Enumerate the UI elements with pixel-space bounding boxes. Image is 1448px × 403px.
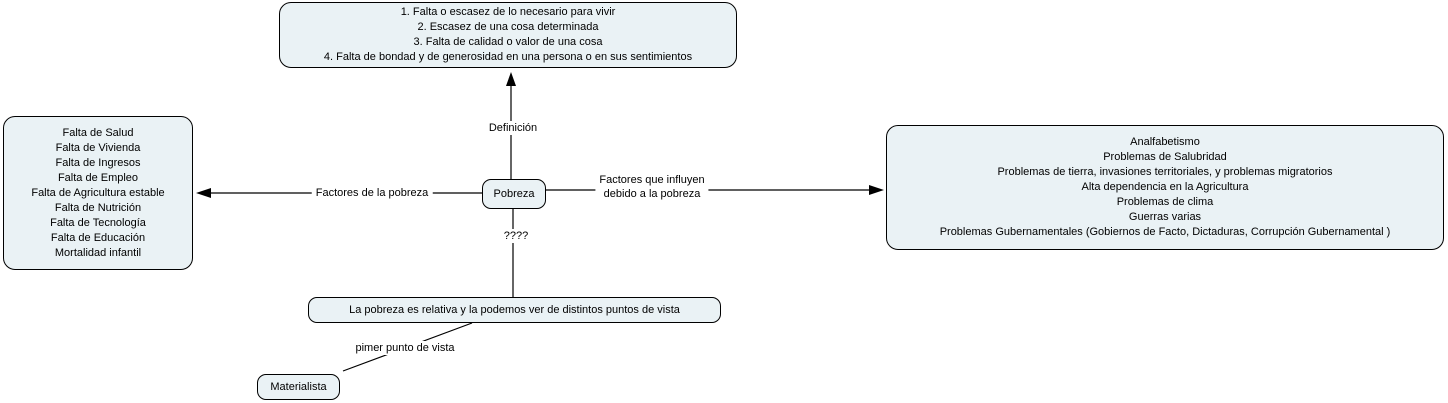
influenced-problems-text: Analfabetismo Problemas de Salubridad Pr… <box>939 136 1391 238</box>
edge-label-factores-que-influyen[interactable]: Factores que influyen debido a la pobrez… <box>595 173 709 201</box>
edge-label-question-marks[interactable]: ???? <box>499 229 533 243</box>
node-materialista[interactable]: Materialista <box>257 374 340 400</box>
poverty-factors-text: Falta de Salud Falta de Vivienda Falta d… <box>31 126 165 259</box>
arrowhead-up-icon <box>506 72 516 86</box>
node-poverty-factors-list[interactable]: Falta de Salud Falta de Vivienda Falta d… <box>3 116 193 270</box>
arrowhead-right-icon <box>869 185 884 195</box>
node-pobreza[interactable]: Pobreza <box>482 179 546 209</box>
node-pobreza-label: Pobreza <box>493 188 535 200</box>
edge-label-factores-de-la-pobreza[interactable]: Factores de la pobreza <box>311 186 433 200</box>
definition-list-text: 1. Falta o escasez de lo necesario para … <box>323 6 693 63</box>
node-definition-list[interactable]: 1. Falta o escasez de lo necesario para … <box>279 2 737 68</box>
edge-label-definicion[interactable]: Definición <box>484 121 542 135</box>
arrowhead-left-icon <box>196 188 211 198</box>
node-materialista-label: Materialista <box>270 381 327 393</box>
node-relativity-label: La pobreza es relativa y la podemos ver … <box>349 304 680 316</box>
edge-label-primer-punto-de-vista[interactable]: pimer punto de vista <box>351 341 459 355</box>
node-influenced-problems-list[interactable]: Analfabetismo Problemas de Salubridad Pr… <box>886 125 1444 250</box>
node-relativity-statement[interactable]: La pobreza es relativa y la podemos ver … <box>308 297 721 323</box>
